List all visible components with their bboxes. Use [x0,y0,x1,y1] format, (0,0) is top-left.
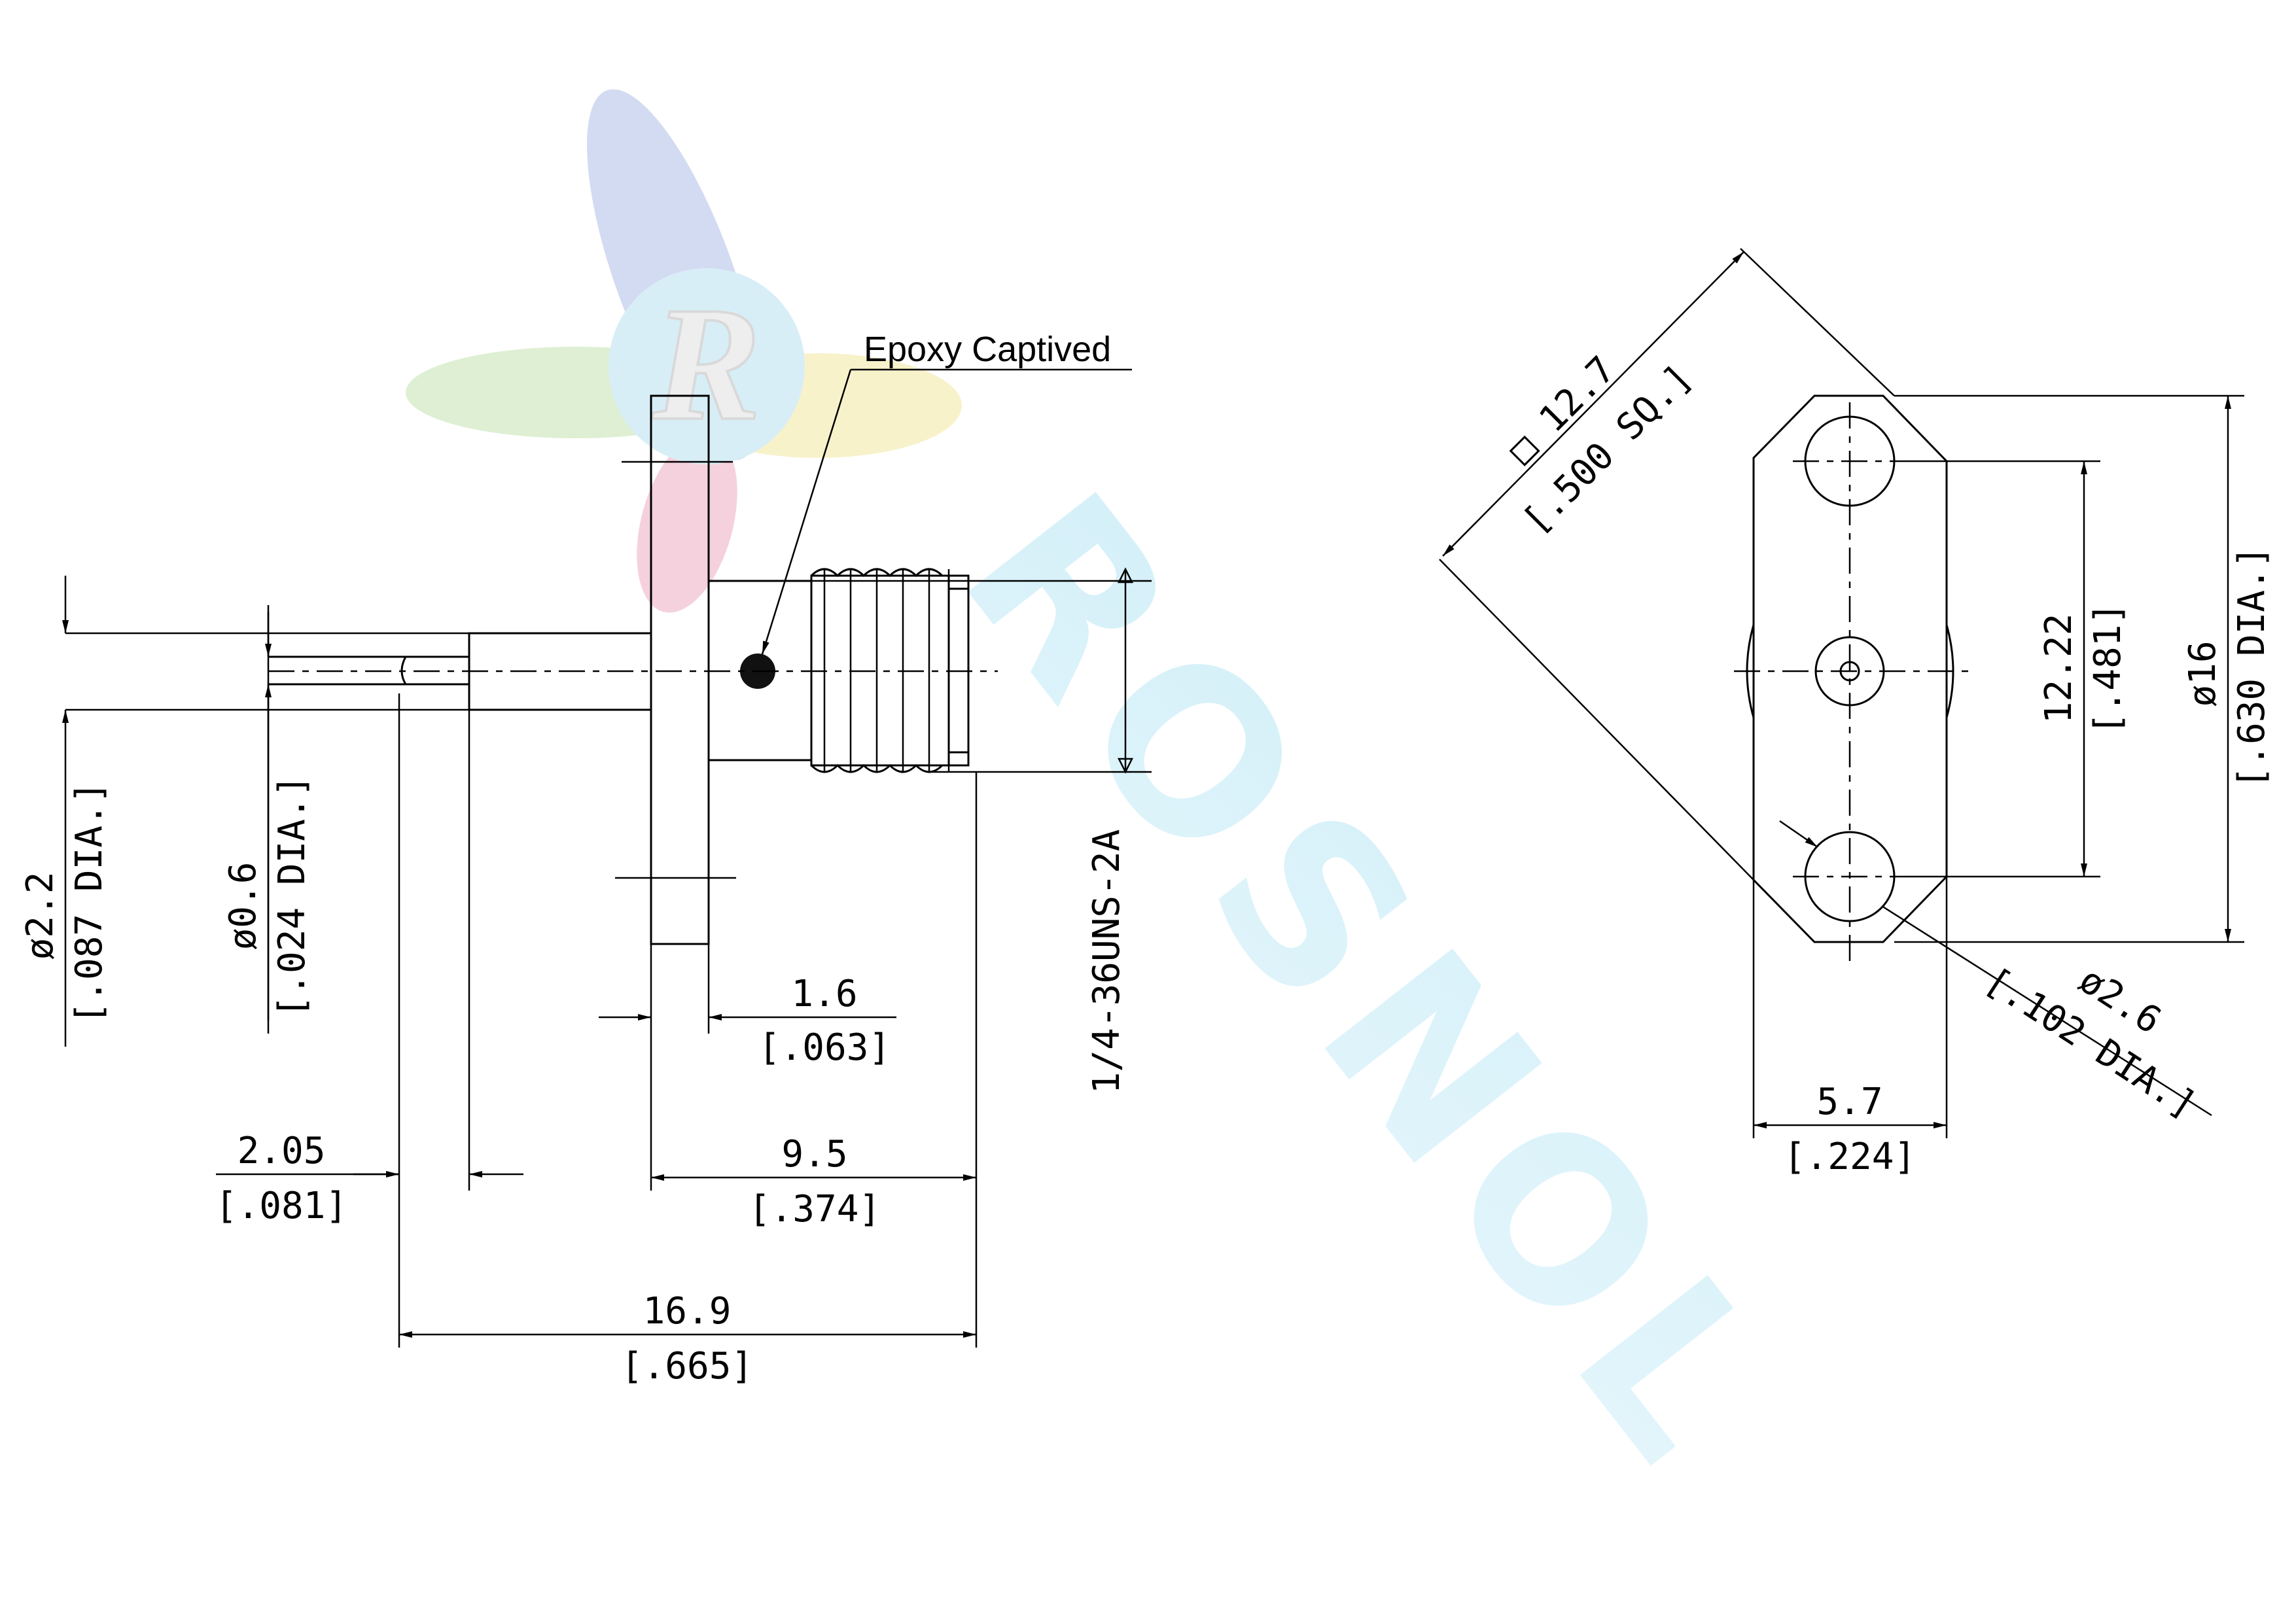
dim-hole-spacing-mm: 12.22 [2038,614,2080,724]
watermark-logo: R [406,89,962,613]
dim-thread-len-mm: 9.5 [781,1133,847,1176]
flange-body [650,394,710,945]
dim-thread-len-in: [.374] [749,1188,881,1230]
dim-pin-dia-in: [.024 DIA.] [271,775,313,1018]
watermark-logo-letter: R [652,273,762,455]
dim-overall-mm: 16.9 [643,1290,732,1333]
dim-pin-dia-mm: ø0.6 [222,862,264,951]
watermark-brand-text: ROSNOL [913,449,1829,1518]
dim-flange-thk-mm: 1.6 [791,973,857,1015]
dim-flange-dia-in: [.630 DIA.] [2231,546,2273,789]
dim-pin-ext-mm: 2.05 [238,1130,326,1172]
side-view: ø2.2 [.087 DIA.] ø0.6 [.024 DIA.] 1.6 [.… [19,330,1152,1387]
dim-overall-in: [.665] [621,1345,753,1387]
dim-width-in: [.224] [1784,1136,1916,1178]
dim-thread: 1/4-36UNS-2A [1086,829,1128,1094]
dim-width-mm: 5.7 [1816,1081,1882,1123]
watermark: R ROSNOL [406,89,1829,1518]
dim-hole-spacing-in: [.481] [2087,602,2129,735]
flange-outline [1752,394,1948,943]
dim-flange-thk-in: [.063] [758,1026,891,1069]
epoxy-callout-label: Epoxy Captived [864,330,1111,369]
dim-body-dia-mm: ø2.2 [19,872,62,960]
dim-flange-dia-mm: ø16 [2181,640,2224,707]
dim-pin-ext-in: [.081] [215,1185,347,1227]
dim-body-dia-in: [.087 DIA.] [68,782,111,1024]
